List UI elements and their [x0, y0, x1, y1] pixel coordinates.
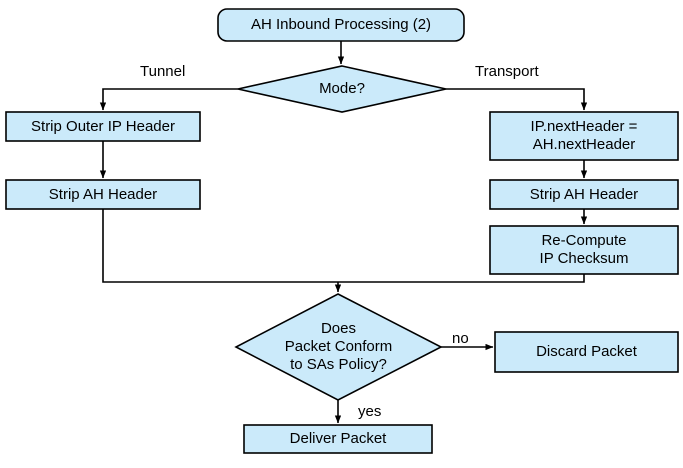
node-policy-decision-shape: [234, 293, 443, 401]
edge-layer: [99, 41, 588, 424]
edge-label-tunnel: Tunnel: [140, 63, 186, 80]
node-recompute-ip-checksum-shape: [489, 225, 679, 275]
edge-label-yes: yes: [358, 403, 382, 420]
node-start-shape: [217, 8, 465, 42]
node-shape-layer: [5, 8, 679, 454]
node-strip-ah-header-tunnel-shape: [5, 179, 201, 210]
edge-mode-to-strip-outer-ip: [99, 88, 238, 111]
node-mode-decision-shape: [237, 65, 447, 113]
edge-label-transport: Transport: [475, 63, 539, 80]
edge-label-no: no: [452, 330, 469, 347]
edge-tunnel-merge: [102, 209, 338, 283]
edge-mode-to-ip-nextheader: [446, 88, 588, 111]
node-strip-outer-ip-header-shape: [5, 111, 201, 142]
node-discard-packet-shape: [494, 331, 679, 373]
node-strip-ah-header-transport-shape: [489, 179, 679, 210]
node-ip-nextheader-assign-shape: [489, 111, 679, 161]
edge-transport-merge: [338, 274, 585, 283]
node-deliver-packet-shape: [243, 424, 433, 454]
